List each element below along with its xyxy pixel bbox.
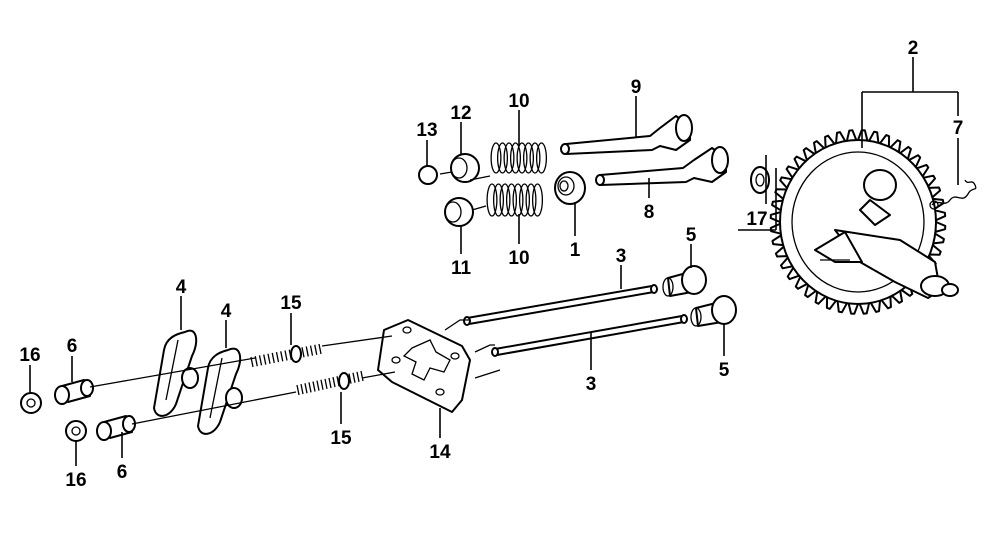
push-rod-upper xyxy=(463,284,658,326)
rocker-arm-left xyxy=(153,329,199,417)
spring-retainer-upper xyxy=(450,153,480,183)
label-5-lower: 5 xyxy=(719,360,730,381)
rocker-stud-upper xyxy=(250,343,322,368)
part-labels: 1 2 3 3 4 4 5 5 6 6 7 8 9 10 10 11 12 13… xyxy=(19,38,963,491)
label-12: 12 xyxy=(450,103,471,124)
label-13: 13 xyxy=(416,120,437,141)
label-9: 9 xyxy=(631,77,642,98)
washer xyxy=(750,166,770,194)
spring-retainer-lower xyxy=(444,197,474,227)
intake-valve xyxy=(595,146,729,186)
tappet-upper xyxy=(662,265,707,297)
label-11: 11 xyxy=(451,258,472,279)
label-8: 8 xyxy=(644,202,655,223)
push-rod-lower xyxy=(491,314,688,357)
label-3-lower: 3 xyxy=(586,374,597,395)
label-14: 14 xyxy=(429,442,451,463)
label-10-upper: 10 xyxy=(508,91,529,112)
pivot-bush-lower xyxy=(96,415,136,441)
label-10-lower: 10 xyxy=(508,248,529,269)
label-2: 2 xyxy=(908,38,919,59)
nut-upper xyxy=(20,392,42,414)
rocker-stud-lower xyxy=(296,370,364,396)
axis-lines xyxy=(89,171,491,425)
label-17: 17 xyxy=(746,209,767,230)
label-6-upper: 6 xyxy=(67,336,78,357)
label-16-lower: 16 xyxy=(65,470,86,491)
valve-cap xyxy=(418,165,438,185)
pivot-bush-upper xyxy=(54,379,94,405)
label-16-upper: 16 xyxy=(19,345,40,366)
label-4-right: 4 xyxy=(221,301,232,322)
label-7: 7 xyxy=(953,118,964,139)
nut-lower xyxy=(65,420,87,442)
exhaust-valve xyxy=(560,114,693,155)
label-15-lower: 15 xyxy=(330,428,352,449)
camshaft-gear xyxy=(769,129,959,315)
label-15-upper: 15 xyxy=(280,293,302,314)
label-4-left: 4 xyxy=(176,277,187,298)
label-5-upper: 5 xyxy=(686,225,697,246)
valve-spring-lower xyxy=(486,183,544,217)
label-6-lower: 6 xyxy=(117,462,128,483)
valve-stem-seal xyxy=(554,171,586,205)
label-1: 1 xyxy=(570,240,581,261)
valve-spring-upper xyxy=(490,142,548,174)
leader-lines xyxy=(29,57,959,466)
rocker-plate xyxy=(377,319,471,413)
tappet-lower xyxy=(690,295,737,327)
label-3-upper: 3 xyxy=(616,246,627,267)
governor-spring xyxy=(929,179,977,210)
